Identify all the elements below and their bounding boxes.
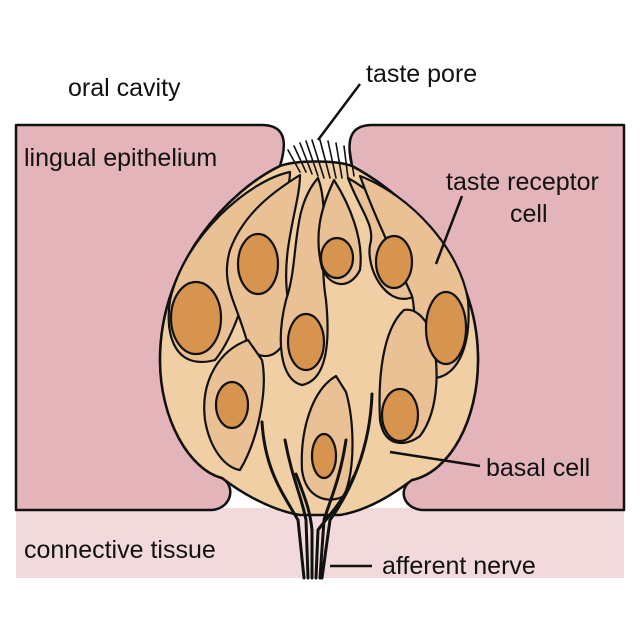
afferent-nerve-label: afferent nerve [382, 552, 536, 580]
leader-lines [317, 83, 481, 568]
nucleus [169, 280, 223, 356]
nucleus [380, 387, 420, 443]
nucleus [374, 234, 414, 290]
nucleus [310, 432, 338, 480]
lingual-epithelium-label: lingual epithelium [24, 144, 217, 172]
basal-cell-leader [389, 450, 481, 468]
taste-pore-label: taste pore [366, 60, 477, 88]
nucleus [214, 380, 250, 430]
nucleus [236, 232, 280, 296]
basal-cell-label: basal cell [486, 454, 590, 482]
nucleus [319, 236, 355, 280]
taste-receptor-cell-label-line1: taste receptor [446, 168, 599, 196]
connective-tissue-label: connective tissue [24, 536, 216, 564]
afferent-nerve-fibers [260, 392, 374, 580]
nucleus [424, 290, 468, 366]
taste-receptor-leader [434, 195, 464, 265]
microvilli [287, 139, 355, 179]
nucleus [286, 312, 326, 372]
taste-receptor-cell-label-line2: cell [510, 200, 548, 228]
oral-cavity-label: oral cavity [68, 74, 181, 102]
taste-pore-leader [317, 83, 361, 141]
cell-nuclei [169, 232, 468, 480]
